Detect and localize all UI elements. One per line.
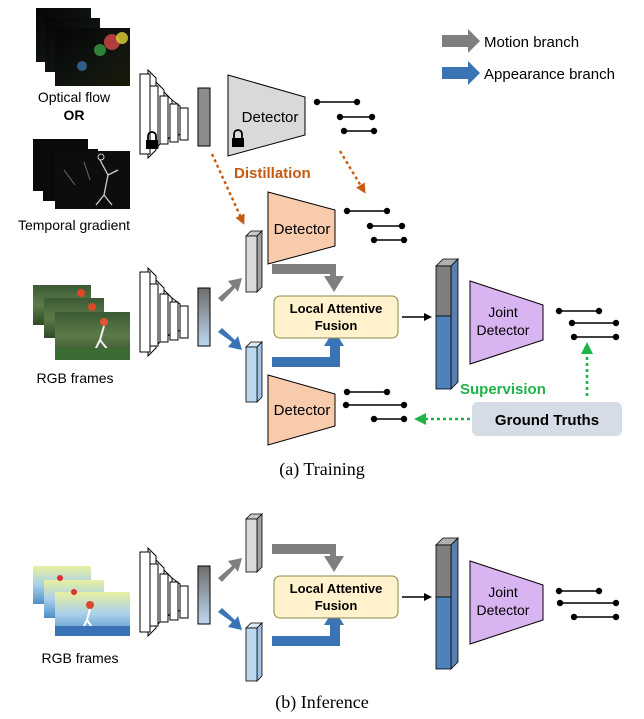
joint-detector-training — [469, 280, 544, 365]
joint-detector-inference — [469, 560, 544, 645]
joint-detector-outputs-inference — [555, 587, 620, 621]
rgb-frames-inference-label: RGB frames — [41, 650, 118, 666]
frozen-detector-outputs — [313, 98, 378, 135]
fusion-label-line2-inference: Fusion — [315, 598, 358, 613]
temporal-gradient-label: Temporal gradient — [18, 217, 130, 233]
appearance-detector — [267, 374, 336, 446]
backbone-training — [139, 266, 189, 358]
training-caption: (a) Training — [279, 459, 365, 480]
frozen-feature-map — [197, 87, 211, 147]
joint-feature-inference — [435, 537, 459, 670]
frozen-detector-label: Detector — [242, 109, 299, 126]
appearance-branch-split-arrow — [218, 328, 242, 350]
appearance-to-fusion-arrow — [272, 330, 344, 367]
joint-detector-label-line2-training: Detector — [477, 322, 530, 338]
distillation-arrow-feature — [210, 153, 245, 225]
legend: Motion branch Appearance branch — [442, 29, 615, 85]
ground-truths-box — [472, 402, 622, 436]
fusion-label-line2-training: Fusion — [315, 318, 358, 333]
motion-detector-outputs — [343, 207, 408, 244]
lock-icon — [146, 131, 158, 149]
or-label: OR — [64, 107, 85, 123]
motion-feature-inference — [245, 513, 263, 573]
appearance-feature-inference — [245, 622, 263, 682]
optical-flow-frames — [36, 8, 130, 86]
motion-branch-legend-label: Motion branch — [484, 34, 579, 51]
distillation-arrow-output — [338, 150, 366, 194]
motion-to-fusion-arrow-inference — [272, 544, 344, 572]
joint-feature-training — [435, 258, 459, 390]
lock-icon — [232, 129, 244, 147]
joint-detector-label-line1-training: Joint — [488, 304, 518, 320]
fusion-label-line1-training: Local Attentive — [290, 301, 383, 316]
inference-caption: (b) Inference — [275, 692, 368, 713]
appearance-detector-outputs — [342, 388, 408, 423]
appearance-branch-legend-arrow — [442, 61, 480, 85]
rgb-frames-training — [33, 285, 130, 360]
motion-branch-split-arrow — [218, 278, 242, 302]
appearance-branch-split-arrow-inference — [218, 608, 242, 630]
ground-truths-label: Ground Truths — [495, 412, 599, 429]
motion-detector — [267, 191, 336, 265]
shared-feature-map-inference — [197, 565, 211, 625]
frozen-backbone — [139, 68, 189, 160]
motion-branch-legend-arrow — [442, 29, 480, 53]
fusion-box-inference — [273, 575, 399, 619]
motion-detector-label: Detector — [274, 221, 331, 238]
appearance-to-fusion-arrow-inference — [272, 609, 344, 646]
shared-feature-map-training — [197, 287, 211, 347]
rgb-frames-training-label: RGB frames — [36, 370, 113, 386]
distillation-label: Distillation — [234, 165, 311, 182]
motion-branch-split-arrow-inference — [218, 558, 242, 582]
joint-detector-label-line2-inference: Detector — [477, 602, 530, 618]
motion-feature-training — [245, 230, 263, 293]
appearance-feature-training — [245, 341, 263, 403]
joint-detector-label-line1-inference: Joint — [488, 584, 518, 600]
appearance-branch-legend-label: Appearance branch — [484, 66, 615, 83]
appearance-detector-label: Detector — [274, 402, 331, 419]
optical-flow-label: Optical flow — [38, 89, 111, 105]
motion-to-fusion-arrow — [272, 264, 344, 292]
backbone-inference — [139, 546, 189, 638]
frozen-detector — [227, 74, 306, 157]
rgb-frames-inference — [33, 566, 130, 636]
joint-detector-outputs-training — [555, 307, 620, 341]
fusion-label-line1-inference: Local Attentive — [290, 581, 383, 596]
fusion-box-training — [273, 295, 399, 339]
temporal-gradient-frames — [33, 139, 130, 209]
supervision-label: Supervision — [460, 381, 546, 398]
